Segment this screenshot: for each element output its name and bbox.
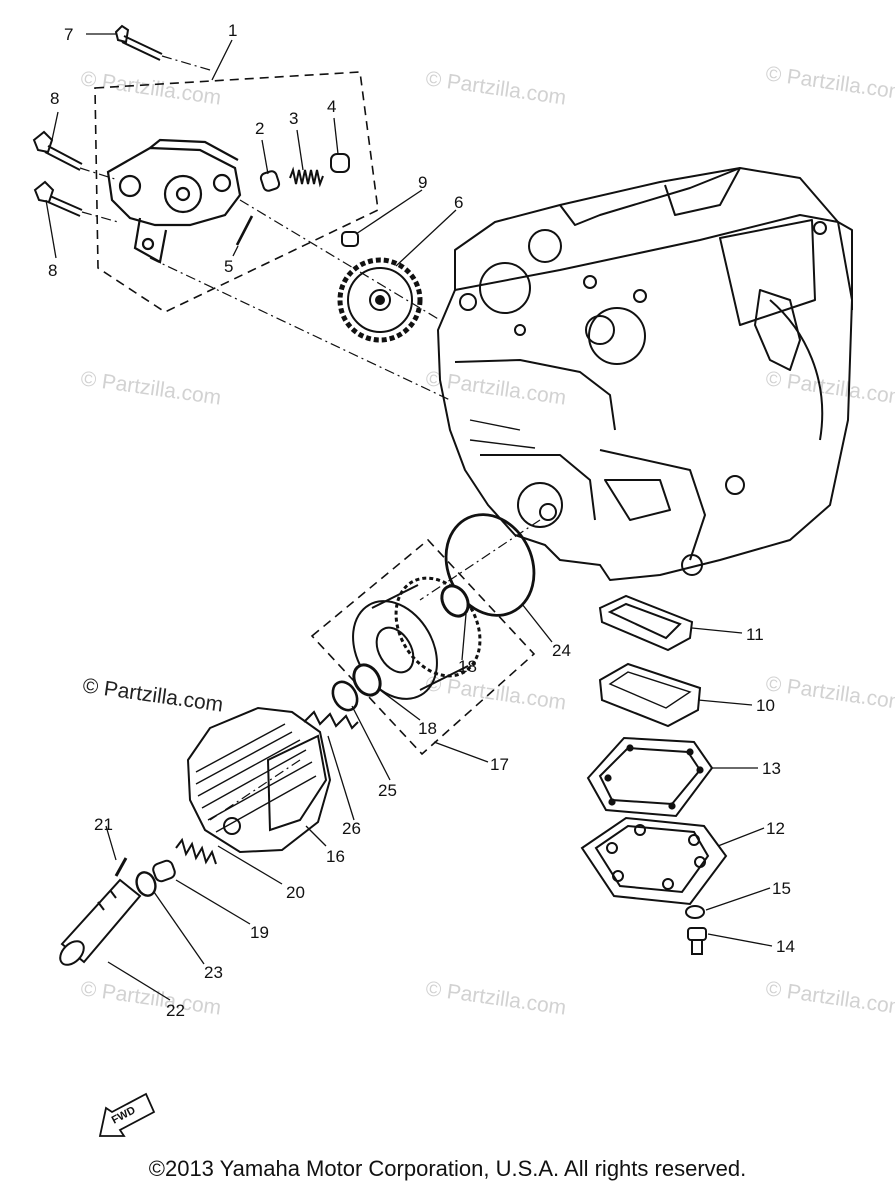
callout-8-lower: 8 — [48, 261, 57, 280]
spring-20 — [175, 837, 217, 865]
bolt-22 — [59, 878, 142, 966]
watermark: © Partzilla.com — [764, 62, 895, 104]
leader-lines — [45, 33, 773, 1001]
watermark: © Partzilla.com — [424, 977, 567, 1019]
watermark-prominent: © Partzilla.com — [81, 674, 224, 716]
callout-13: 13 — [762, 759, 781, 778]
callout-11: 11 — [746, 625, 764, 644]
callout-4: 4 — [327, 97, 336, 116]
spring-26 — [303, 710, 359, 730]
watermark: © Partzilla.com — [764, 977, 895, 1019]
washer-25 — [331, 680, 359, 712]
watermark: © Partzilla.com — [764, 672, 895, 714]
callout-labels: 7 1 8 8 2 3 4 5 9 6 11 10 13 12 15 14 24… — [48, 21, 795, 1020]
watermark: © Partzilla.com — [79, 367, 222, 409]
callout-18-upper: 18 — [458, 657, 477, 676]
callout-24: 24 — [552, 641, 571, 660]
callout-3: 3 — [289, 109, 298, 128]
callout-26: 26 — [342, 819, 361, 838]
callout-14: 14 — [776, 937, 795, 956]
dowel-9 — [341, 231, 359, 247]
callout-16: 16 — [326, 847, 345, 866]
gasket-13 — [586, 736, 714, 818]
watermarks: © Partzilla.com © Partzilla.com © Partzi… — [79, 62, 895, 1019]
o-ring-24 — [444, 513, 536, 617]
callout-10: 10 — [756, 696, 775, 715]
callout-23: 23 — [204, 963, 223, 982]
o-ring-23 — [135, 871, 157, 897]
filter-cover-16 — [186, 706, 332, 854]
callout-8-upper: 8 — [50, 89, 59, 108]
bolt-8-upper — [32, 130, 83, 171]
cover-12 — [580, 816, 728, 906]
callout-21: 21 — [94, 815, 113, 834]
callout-1: 1 — [228, 21, 237, 40]
crankcase-drawing — [437, 167, 853, 581]
washer-18-upper — [440, 584, 470, 618]
callout-2: 2 — [255, 119, 264, 138]
callout-25: 25 — [378, 781, 397, 800]
forward-direction-badge: FWD — [98, 1092, 156, 1137]
callout-9: 9 — [418, 173, 427, 192]
screw-5 — [235, 215, 254, 246]
watermark: © Partzilla.com — [424, 672, 567, 714]
gasket-11 — [598, 594, 694, 652]
copyright-notice: ©2013 Yamaha Motor Corporation, U.S.A. A… — [148, 1156, 747, 1181]
pin-2 — [259, 170, 281, 192]
strainer-10 — [598, 662, 702, 728]
callout-22: 22 — [166, 1001, 185, 1020]
washer-15 — [685, 905, 705, 919]
watermark: © Partzilla.com — [79, 977, 222, 1019]
group-boundary-17 — [310, 538, 536, 756]
callout-19: 19 — [250, 923, 269, 942]
callout-15: 15 — [772, 879, 791, 898]
group-boundary-1 — [94, 71, 379, 313]
callout-6: 6 — [454, 193, 463, 212]
washer-18-lower — [352, 663, 382, 697]
spring-3 — [289, 166, 324, 188]
screw-21 — [114, 857, 128, 877]
callout-20: 20 — [286, 883, 305, 902]
callout-17: 17 — [490, 755, 509, 774]
sprocket-6 — [337, 257, 423, 343]
bolt-7 — [114, 24, 163, 61]
watermark: © Partzilla.com — [764, 367, 895, 409]
watermark: © Partzilla.com — [424, 367, 567, 409]
callout-18-lower: 18 — [418, 719, 437, 738]
oil-filter-group — [310, 513, 536, 756]
watermark: © Partzilla.com — [424, 67, 567, 109]
oil-pump-body — [106, 138, 242, 264]
callout-12: 12 — [766, 819, 785, 838]
bolts — [32, 24, 163, 217]
plug-19 — [152, 859, 176, 883]
callout-5: 5 — [224, 257, 233, 276]
bolt-8-lower — [33, 180, 83, 217]
callout-7: 7 — [64, 25, 73, 44]
bolt-14 — [687, 927, 707, 955]
plunger-4 — [330, 153, 350, 173]
